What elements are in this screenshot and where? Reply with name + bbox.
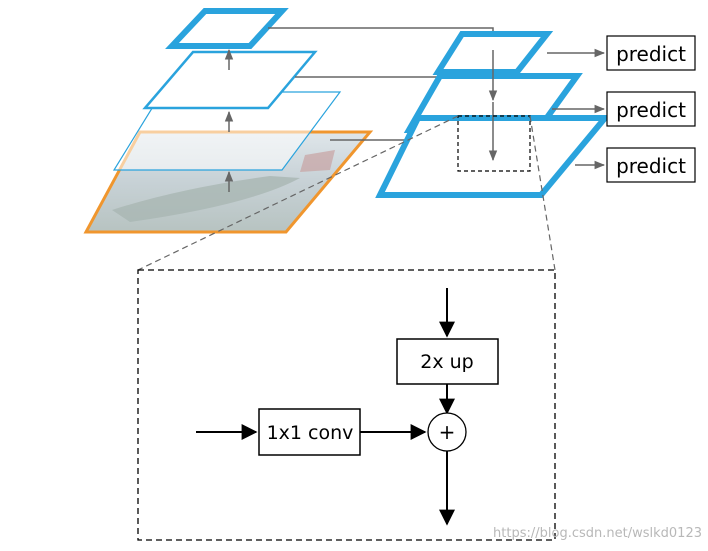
upsample-label: 2x up: [420, 351, 473, 373]
predict-label: predict: [616, 42, 686, 66]
conv1x1-box: [258, 408, 361, 456]
conv1x1-label: 1x1 conv: [267, 422, 354, 444]
predict-label: predict: [616, 154, 686, 178]
boat-shape: [112, 176, 300, 222]
predictions: predict predict predict: [547, 35, 696, 183]
zoom-connector-left: [137, 115, 459, 271]
pyramid-level-3: [165, 7, 289, 49]
person-shape: [300, 150, 335, 172]
merge-detail-panel: 2x up 1x1 conv +: [137, 269, 556, 541]
zoom-region: [457, 115, 531, 172]
predict-box: [606, 147, 696, 183]
detail-panel-frame: [137, 269, 556, 541]
upsample-box: [396, 338, 499, 385]
zoom-connector-right: [529, 115, 556, 271]
pyramid-level-2: [142, 50, 318, 110]
predict-label: predict: [616, 98, 686, 122]
top-down-pyramid: [375, 31, 612, 198]
watermark: https://blog.csdn.net/wslkd0123: [493, 526, 702, 541]
sum-symbol: +: [439, 420, 456, 444]
predict-box: [606, 91, 696, 127]
predict-box: [606, 35, 696, 71]
bottom-up-pyramid: [83, 7, 374, 234]
